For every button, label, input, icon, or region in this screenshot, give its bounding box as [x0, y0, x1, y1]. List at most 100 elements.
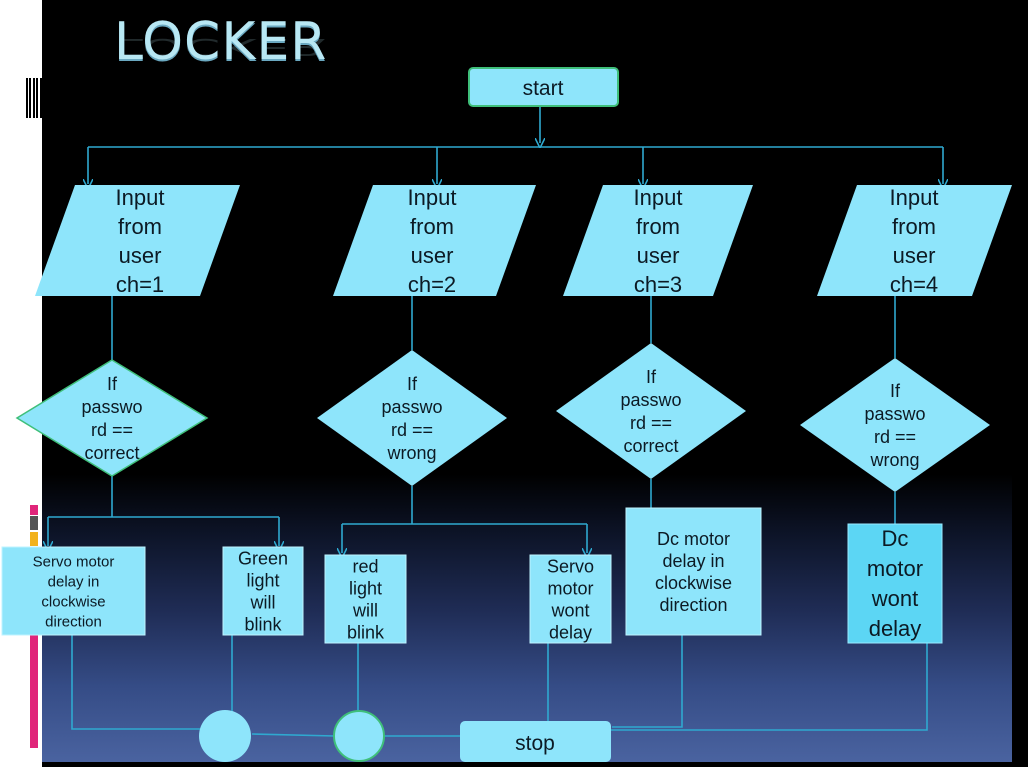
input-node-2-line: ch=2 — [408, 272, 456, 297]
decision-node-1-line: rd == — [91, 420, 133, 440]
input-node-3-line: from — [636, 214, 680, 239]
action-node-4-line: motor — [547, 578, 593, 598]
decision-node-4-line: wrong — [869, 450, 919, 470]
input-node-1-line: from — [118, 214, 162, 239]
stop-node[interactable] — [460, 721, 611, 762]
decision-node-4-line: passwo — [864, 404, 925, 424]
input-node-4-line: user — [893, 243, 936, 268]
decision-node-3-line: passwo — [620, 390, 681, 410]
decision-node-2-line: rd == — [391, 420, 433, 440]
action-node-3-line: light — [349, 578, 382, 598]
input-node-3[interactable] — [563, 185, 753, 296]
action-node-2[interactable] — [222, 546, 304, 636]
action-node-5[interactable] — [625, 507, 762, 636]
connectors — [48, 106, 943, 737]
input-node-3-line: Input — [634, 185, 683, 210]
decision-node-4-line: If — [890, 381, 901, 401]
input-node-1-line: ch=1 — [116, 272, 164, 297]
action-node-6-line: delay — [869, 616, 922, 641]
decision-node-4[interactable] — [800, 358, 990, 492]
action-node-5-line: delay in — [662, 551, 724, 571]
action-node-2-line: light — [246, 570, 279, 590]
action-node-1-line: Servo motor — [33, 553, 115, 570]
input-node-4-line: from — [892, 214, 936, 239]
decision-node-3-line: rd == — [630, 413, 672, 433]
action-node-5-line: clockwise — [655, 573, 732, 593]
input-node-1-line: user — [119, 243, 162, 268]
decision-node-3[interactable] — [556, 343, 746, 479]
input-node-4-line: ch=4 — [890, 272, 938, 297]
input-node-2-line: user — [411, 243, 454, 268]
decision-node-2-line: passwo — [381, 397, 442, 417]
decision-node-2-line: If — [407, 374, 418, 394]
action-node-4[interactable] — [529, 554, 612, 644]
input-node-2-line: Input — [408, 185, 457, 210]
action-node-6-line: Dc — [882, 526, 909, 551]
decision-node-1[interactable] — [15, 359, 209, 477]
decision-node-4-line: rd == — [874, 427, 916, 447]
input-node-2[interactable] — [333, 185, 536, 296]
input-node-1[interactable] — [35, 185, 240, 296]
action-node-3-line: red — [352, 556, 378, 576]
decision-node-3-text: If passwo rd == correct — [620, 367, 681, 456]
yellow-marker — [30, 532, 38, 546]
pink-marker — [30, 505, 38, 515]
dc2-to-stop — [598, 630, 928, 730]
start-label: start — [523, 77, 564, 100]
connector-circle-2 — [333, 710, 385, 762]
action-node-4-line: Servo — [547, 556, 594, 576]
dc1-to-stop — [612, 635, 683, 728]
input-node-4-line: Input — [890, 185, 939, 210]
barcode-icon — [26, 78, 42, 118]
input-node-3-text: Input from user ch=3 — [634, 185, 683, 297]
start-node[interactable] — [468, 67, 619, 107]
action-node-1-text: Servo motor delay in clockwise direction — [33, 553, 115, 630]
input-node-3-line: user — [637, 243, 680, 268]
input-node-1-text: Input from user ch=1 — [116, 185, 165, 297]
decision-node-2[interactable] — [317, 350, 507, 486]
action-node-6-line: wont — [871, 586, 918, 611]
decision-node-2-line: wrong — [386, 443, 436, 463]
decision-node-3-line: correct — [623, 436, 678, 456]
action-node-3[interactable] — [324, 554, 407, 644]
gray-marker — [30, 516, 38, 530]
decision-node-1-line: correct — [84, 443, 139, 463]
action-node-1-line: clockwise — [41, 593, 105, 610]
input-node-2-line: from — [410, 214, 454, 239]
connector-circle-1 — [199, 710, 251, 762]
right-edge — [1012, 0, 1028, 767]
action-node-4-line: wont — [550, 600, 589, 620]
action-node-6-text: Dc motor wont delay — [867, 526, 923, 641]
input-node-4[interactable] — [817, 185, 1012, 296]
input-node-4-text: Input from user ch=4 — [890, 185, 939, 297]
action-node-1-line: direction — [45, 613, 102, 630]
circle1-to-circle2 — [251, 733, 336, 737]
decision-node-1-line: passwo — [81, 397, 142, 417]
input-node-3-line: ch=3 — [634, 272, 682, 297]
action-node-2-line: Green — [238, 548, 288, 568]
action-node-3-line: blink — [347, 622, 385, 642]
action-node-2-line: will — [250, 592, 276, 612]
action-node-1[interactable] — [1, 546, 146, 636]
action-node-6[interactable] — [847, 523, 943, 644]
input-node-1-line: Input — [116, 185, 165, 210]
action-node-3-line: will — [352, 600, 378, 620]
action-node-1-line: delay in — [48, 573, 100, 590]
stop-label: stop — [515, 732, 555, 755]
pink-bar — [30, 548, 38, 748]
action-node-4-line: delay — [549, 622, 592, 642]
decision-node-3-line: If — [646, 367, 657, 387]
action-node-2-line: blink — [244, 614, 282, 634]
input-node-2-text: Input from user ch=2 — [408, 185, 457, 297]
action-node-6-line: motor — [867, 556, 923, 581]
decision-node-4-text: If passwo rd == wrong — [864, 381, 925, 470]
action-node-5-line: direction — [659, 595, 727, 615]
decision-node-2-text: If passwo rd == wrong — [381, 374, 442, 463]
page-title: LOCKER — [114, 12, 328, 72]
